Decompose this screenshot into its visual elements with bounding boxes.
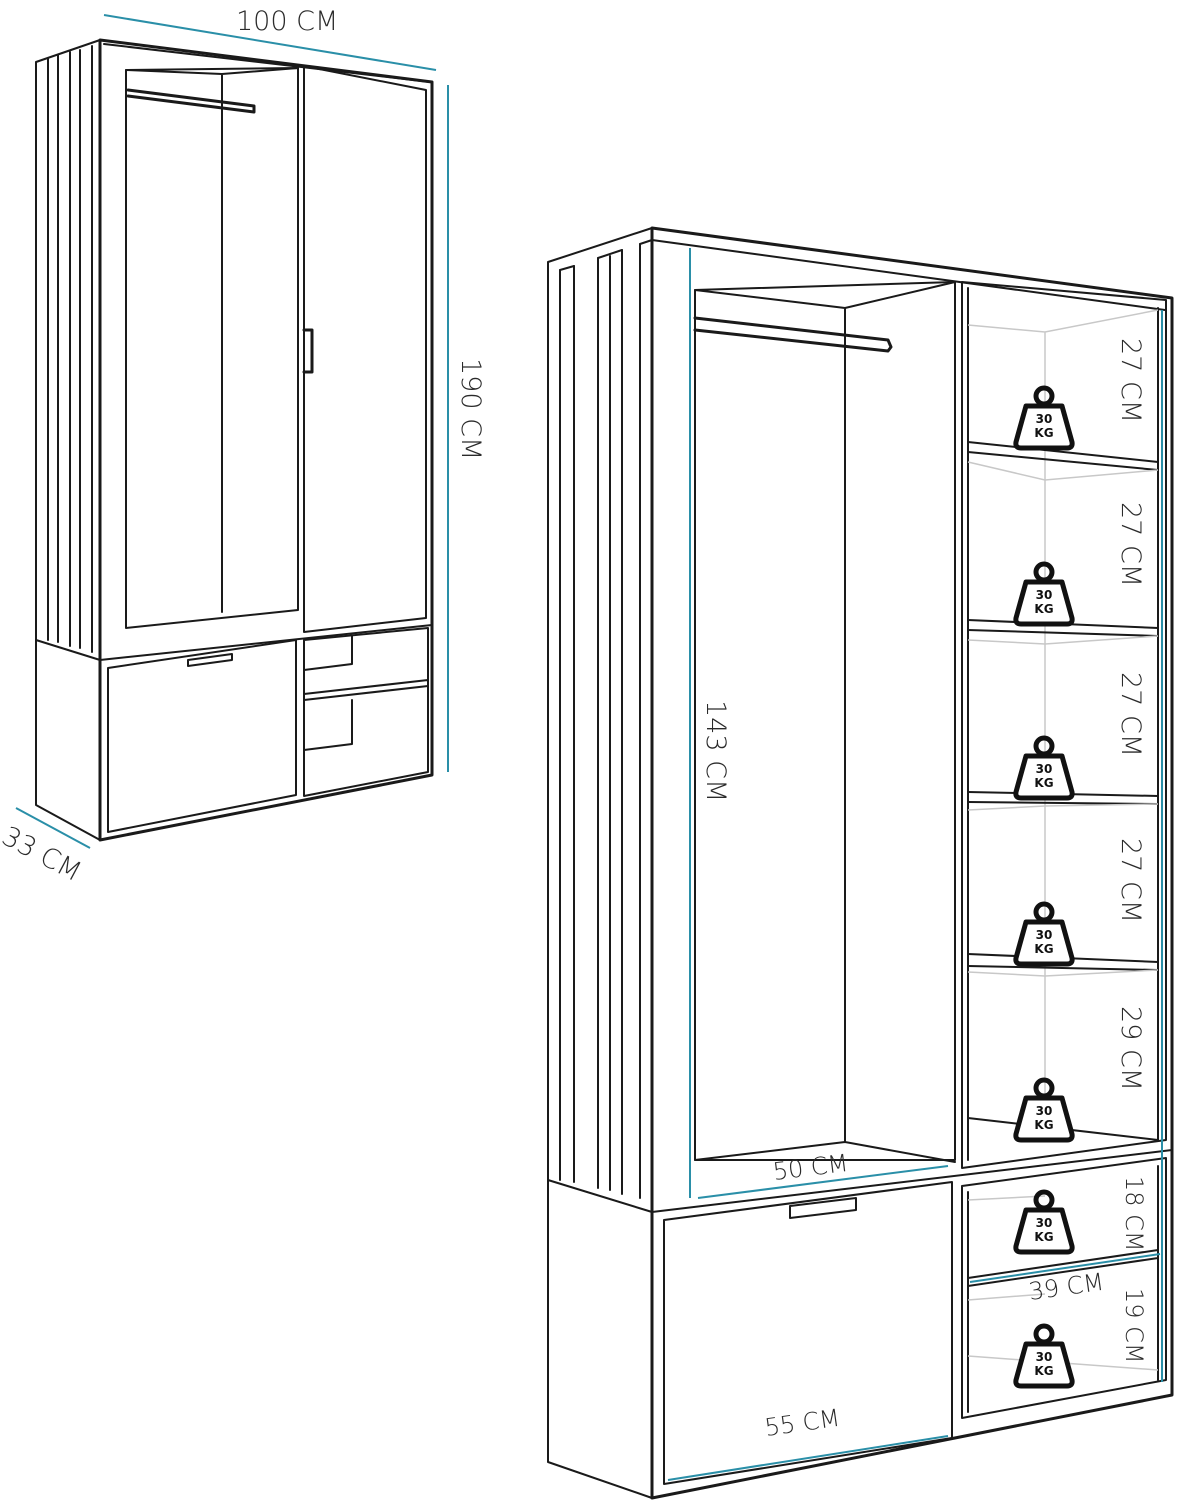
weight-ring-icon — [1033, 1077, 1055, 1099]
weight-icon — [1013, 919, 1075, 967]
overview-handle — [302, 328, 314, 374]
drawer-width-label: 55 CM — [763, 1404, 842, 1442]
shelf-width-label: 39 CM — [1027, 1268, 1106, 1306]
weight-unit: KG — [1034, 1364, 1053, 1378]
overview-door — [303, 65, 427, 633]
weight-icon — [1013, 753, 1075, 801]
weight-icon — [1013, 1095, 1075, 1143]
weight-unit: KG — [1034, 942, 1053, 956]
overview-slats — [35, 39, 101, 655]
shelf-height-label-6: 18 CM — [1120, 1176, 1148, 1252]
overview-wardrobe — [15, 14, 449, 849]
weight-ring-icon — [1033, 1189, 1055, 1211]
hanging-compartment — [694, 281, 956, 1161]
hanging-width-dim — [697, 1165, 949, 1199]
weight-unit: KG — [1034, 426, 1053, 440]
weight-unit: KG — [1034, 602, 1053, 616]
overview-depth-dim — [15, 807, 91, 849]
weight-icon — [1013, 1341, 1075, 1389]
weight-value: 30 — [1036, 1216, 1053, 1230]
overview-depth-label: 33 CM — [0, 821, 86, 888]
drawer-handle — [789, 1197, 857, 1219]
shelf-height-label-3: 27 CM — [1115, 672, 1146, 757]
detail-wardrobe — [547, 226, 1174, 1500]
shelf-height-label-7: 19 CM — [1120, 1288, 1148, 1364]
weight-unit: KG — [1034, 1118, 1053, 1132]
weight-value: 30 — [1036, 1104, 1053, 1118]
shelf-height-label-2: 27 CM — [1115, 502, 1146, 587]
weight-value: 30 — [1036, 1350, 1053, 1364]
weight-icon — [1013, 403, 1075, 451]
hanging-height-label: 143 CM — [700, 700, 731, 802]
detail-frame — [650, 226, 1174, 1500]
weight-unit: KG — [1034, 776, 1053, 790]
overview-drawer — [107, 639, 297, 833]
shelf-width-dim — [969, 1253, 1161, 1283]
overview-left-opening — [125, 67, 299, 629]
weight-value: 30 — [1036, 588, 1053, 602]
drawer-width-dim — [667, 1435, 949, 1481]
shelf-height-label-5: 29 CM — [1115, 1006, 1146, 1091]
overview-rail — [126, 88, 256, 114]
shelf-height-label-4: 27 CM — [1115, 838, 1146, 923]
shelf-height-label-1: 27 CM — [1115, 338, 1146, 423]
weight-ring-icon — [1033, 561, 1055, 583]
weight-ring-icon — [1033, 901, 1055, 923]
detail-slats — [547, 227, 653, 1213]
weight-ring-icon — [1033, 1323, 1055, 1345]
weight-value: 30 — [1036, 762, 1053, 776]
bottom-drawer — [663, 1181, 953, 1485]
weight-unit: KG — [1034, 1230, 1053, 1244]
shelf-column — [961, 281, 1167, 1169]
overview-width-dim — [103, 14, 437, 71]
lower-shelves — [961, 1157, 1167, 1419]
overview-width-label: 100 CM — [236, 6, 338, 37]
overview-height-label: 190 CM — [455, 358, 486, 460]
overview-frame — [98, 38, 434, 842]
weight-icon — [1013, 1207, 1075, 1255]
hanging-rail — [693, 316, 893, 353]
weight-value: 30 — [1036, 412, 1053, 426]
weight-ring-icon — [1033, 385, 1055, 407]
weight-icon — [1013, 579, 1075, 627]
weight-ring-icon — [1033, 735, 1055, 757]
weight-value: 30 — [1036, 928, 1053, 942]
